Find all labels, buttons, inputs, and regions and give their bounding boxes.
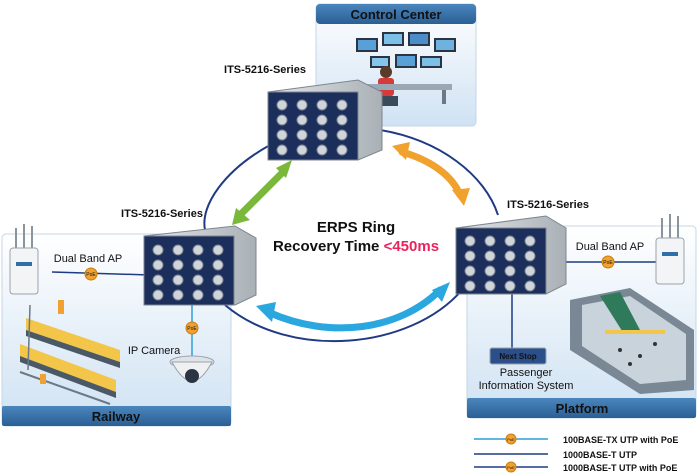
ip-camera-label: IP Camera xyxy=(128,345,181,357)
station-icon xyxy=(570,288,694,394)
legend-item: PoE 100BASE-TX UTP with PoE xyxy=(474,433,678,445)
control-center-title: Control Center xyxy=(351,7,442,22)
legend-label: 1000BASE-T UTP with PoE xyxy=(563,463,677,473)
legend-label: 1000BASE-T UTP xyxy=(563,450,637,460)
ring-link-top-left xyxy=(203,144,271,231)
operator-desk-icon xyxy=(352,32,456,106)
switch-right xyxy=(455,215,567,295)
legend: PoE 100BASE-TX UTP with PoE 1000BASE-T U… xyxy=(474,433,678,473)
recovery-value: <450ms xyxy=(384,238,439,255)
recovery-arrow-green xyxy=(232,160,292,225)
switch-right-label: ITS-5216-Series xyxy=(507,199,589,211)
ring-link-top-right xyxy=(379,129,499,216)
poe-badge-ap-left: PoE xyxy=(84,267,98,281)
legend-item: PoE 1000BASE-T UTP with PoE xyxy=(474,461,677,473)
platform-panel: Platform xyxy=(466,225,697,419)
ap-left-label: Dual Band AP xyxy=(54,253,123,265)
switch-top xyxy=(267,79,383,161)
access-point-left-icon xyxy=(9,224,39,295)
ring-recovery: Recovery Time <450ms xyxy=(273,238,439,255)
ip-camera-icon xyxy=(169,355,215,383)
switch-left-label: ITS-5216-Series xyxy=(121,208,203,220)
ring-title: ERPS Ring xyxy=(317,219,395,236)
switch-top-label: ITS-5216-Series xyxy=(224,64,306,76)
access-point-right-icon xyxy=(655,214,685,285)
next-stop-text: Next Stop xyxy=(499,352,536,361)
pis-label-line1: Passenger xyxy=(500,367,553,379)
passenger-info-display-icon: Next Stop xyxy=(489,347,547,365)
train-icon xyxy=(19,300,120,405)
svg-text:PoE: PoE xyxy=(603,260,613,266)
recovery-arrow-blue xyxy=(256,282,450,332)
poe-badge-ap-right: PoE xyxy=(601,255,615,269)
erps-ring xyxy=(203,129,499,343)
poe-badge-camera: PoE xyxy=(185,321,199,335)
legend-label: 100BASE-TX UTP with PoE xyxy=(563,435,678,445)
platform-title: Platform xyxy=(556,401,609,416)
ring-link-bottom xyxy=(224,289,463,343)
svg-text:PoE: PoE xyxy=(86,272,96,278)
link-ap-left xyxy=(51,271,151,276)
svg-text:PoE: PoE xyxy=(187,326,197,332)
svg-text:PoE: PoE xyxy=(507,437,515,442)
switch-left xyxy=(143,225,257,306)
recovery-label: Recovery Time xyxy=(273,238,384,255)
recovery-arrow-orange xyxy=(392,142,470,206)
legend-item: 1000BASE-T UTP xyxy=(474,450,637,460)
railway-title: Railway xyxy=(92,409,141,424)
pis-label-line2: Information System xyxy=(479,380,574,392)
ap-right-label: Dual Band AP xyxy=(576,241,645,253)
svg-text:PoE: PoE xyxy=(507,465,515,470)
